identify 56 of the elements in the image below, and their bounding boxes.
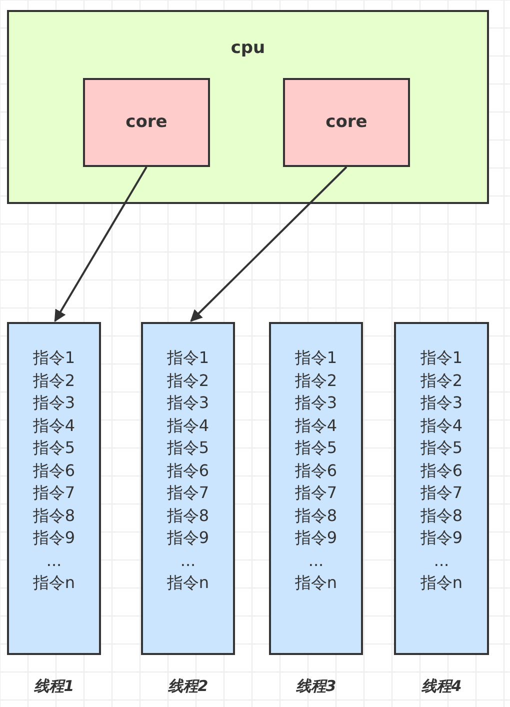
instruction-text: 指令3 (420, 393, 463, 413)
instruction-text: 指令7 (420, 483, 463, 503)
thread-label: 线程3 (296, 677, 336, 696)
thread-label: 线程2 (168, 677, 208, 696)
instruction-text: 指令6 (166, 460, 210, 480)
instruction-text: 指令4 (32, 416, 76, 436)
instruction-text: 指令3 (294, 393, 338, 413)
instruction-text: 指令7 (166, 483, 210, 503)
instruction-text: 指令6 (32, 460, 76, 480)
core-box (283, 78, 410, 167)
cpu-box (7, 10, 489, 204)
instruction-text: 指令5 (420, 438, 463, 458)
instruction-text: ... (46, 550, 62, 570)
instruction-text: 指令9 (32, 528, 76, 548)
instruction-text: 指令6 (420, 460, 463, 480)
instruction-text: 指令n (32, 573, 76, 593)
instruction-text: 指令1 (420, 348, 463, 368)
instruction-text: 指令n (420, 573, 463, 593)
instruction-text: 指令1 (32, 348, 76, 368)
instruction-text: 指令2 (420, 370, 463, 390)
instruction-text: 指令9 (294, 528, 338, 548)
instruction-text: 指令8 (32, 506, 76, 526)
instruction-text: 指令1 (294, 348, 338, 368)
instruction-text: 指令4 (166, 416, 210, 436)
core-box (83, 78, 210, 167)
arrow (190, 166, 348, 322)
instruction-text: 指令9 (166, 528, 210, 548)
core-label: core (126, 112, 168, 132)
thread-label: 线程1 (34, 677, 74, 696)
instruction-text: 指令2 (294, 370, 338, 390)
instruction-text: 指令2 (32, 370, 76, 390)
cpu-label: cpu (230, 38, 266, 58)
instruction-text: 指令7 (294, 483, 338, 503)
instruction-text: 指令9 (420, 528, 463, 548)
instruction-text: 指令4 (294, 416, 338, 436)
core-label: core (326, 112, 368, 132)
instruction-text: 指令n (294, 573, 338, 593)
thread-label: 线程4 (421, 677, 462, 696)
arrow (54, 166, 148, 322)
instruction-text: ... (308, 550, 324, 570)
instruction-text: 指令2 (166, 370, 210, 390)
instruction-text: 指令n (166, 573, 210, 593)
instruction-text: 指令8 (294, 506, 338, 526)
instruction-text: 指令5 (32, 438, 76, 458)
instruction-text: 指令7 (32, 483, 76, 503)
instruction-text: 指令5 (166, 438, 210, 458)
instruction-text: 指令1 (166, 348, 210, 368)
instruction-text: 指令5 (294, 438, 338, 458)
instruction-text: ... (180, 550, 196, 570)
instruction-text: 指令8 (166, 506, 210, 526)
instruction-text: 指令6 (294, 460, 338, 480)
instruction-text: ... (434, 550, 450, 570)
instruction-text: 指令3 (32, 393, 76, 413)
instruction-text: 指令4 (420, 416, 463, 436)
instruction-text: 指令3 (166, 393, 210, 413)
instruction-text: 指令8 (420, 506, 463, 526)
